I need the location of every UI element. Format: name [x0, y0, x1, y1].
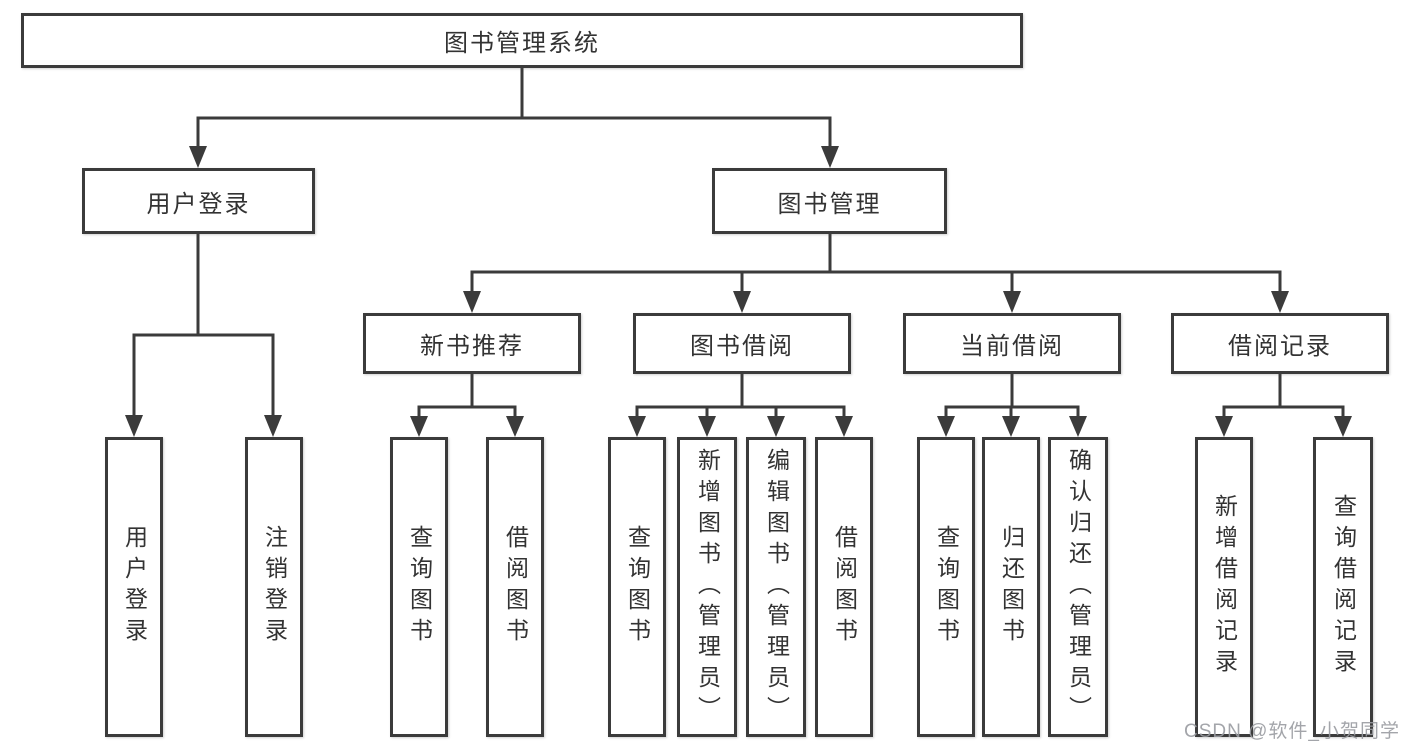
- connector-user-login-children: [125, 234, 282, 437]
- connector-book-borrow-children: [628, 374, 853, 437]
- leaf-query-books-recommend: 查询图书: [390, 437, 448, 737]
- node-label: 编辑图书（管理员）: [763, 447, 790, 727]
- node-label: 借阅图书: [502, 525, 529, 649]
- connector-current-borrow-children: [937, 374, 1087, 437]
- connector-new-books-children: [410, 374, 524, 437]
- node-label: 图书管理: [777, 190, 882, 218]
- node-label: 新增图书（管理员）: [694, 447, 721, 727]
- leaf-confirm-return-admin: 确认归还（管理员）: [1048, 437, 1108, 737]
- node-label: 查询图书: [624, 525, 651, 649]
- leaf-query-books-current: 查询图书: [917, 437, 975, 737]
- leaf-borrow-books-recommend: 借阅图书: [486, 437, 544, 737]
- node-label: 新增借阅记录: [1211, 494, 1238, 680]
- node-label: 查询借阅记录: [1330, 494, 1357, 680]
- node-label: 归还图书: [998, 525, 1025, 649]
- node-book-borrowing: 图书借阅: [633, 313, 851, 374]
- node-label: 确认归还（管理员）: [1065, 447, 1092, 727]
- csdn-watermark: CSDN @软件_小贺同学: [1184, 721, 1400, 742]
- node-label: 用户登录: [146, 190, 251, 218]
- leaf-edit-books-admin: 编辑图书（管理员）: [746, 437, 806, 737]
- leaf-logout: 注销登录: [245, 437, 303, 737]
- node-label: 注销登录: [261, 525, 288, 649]
- connector-borrow-records-children: [1215, 374, 1352, 437]
- node-label: 新书推荐: [420, 333, 524, 360]
- leaf-return-books: 归还图书: [982, 437, 1040, 737]
- node-label: 借阅图书: [831, 525, 858, 649]
- leaf-query-books-borrow: 查询图书: [608, 437, 666, 737]
- leaf-query-borrow-record: 查询借阅记录: [1313, 437, 1373, 737]
- node-label: 当前借阅: [960, 333, 1064, 360]
- leaf-user-login: 用户登录: [105, 437, 163, 737]
- leaf-borrow-books: 借阅图书: [815, 437, 873, 737]
- node-user-login: 用户登录: [82, 168, 315, 234]
- node-label: 查询图书: [933, 525, 960, 649]
- leaf-add-books-admin: 新增图书（管理员）: [677, 437, 737, 737]
- node-book-management: 图书管理: [712, 168, 947, 234]
- leaf-add-borrow-record: 新增借阅记录: [1195, 437, 1253, 737]
- connector-book-management-children: [463, 234, 1289, 313]
- node-label: 查询图书: [406, 525, 433, 649]
- connector-root-to-level2: [189, 68, 839, 168]
- node-current-borrowing: 当前借阅: [903, 313, 1121, 374]
- node-label: 借阅记录: [1228, 333, 1332, 360]
- node-label: 图书借阅: [690, 333, 794, 360]
- node-label: 用户登录: [121, 525, 148, 649]
- node-library-management-system: 图书管理系统: [21, 13, 1023, 68]
- node-new-book-recommendation: 新书推荐: [363, 313, 581, 374]
- node-borrowing-records: 借阅记录: [1171, 313, 1389, 374]
- node-label: 图书管理系统: [444, 30, 600, 57]
